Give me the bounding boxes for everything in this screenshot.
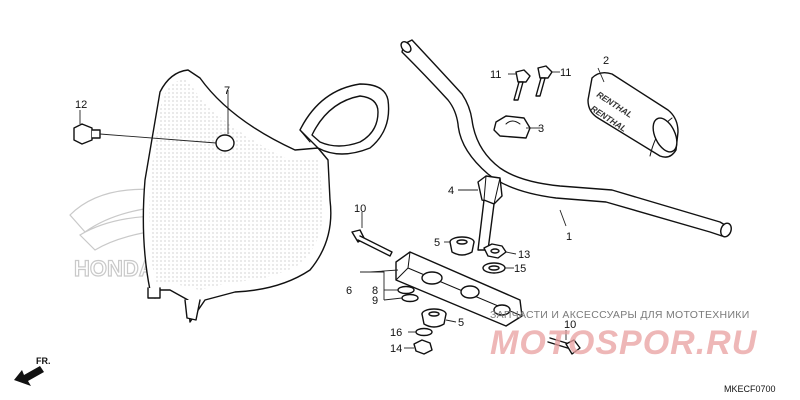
callout-5-upper: 5 — [434, 237, 440, 249]
bolt-10-lower — [547, 337, 581, 355]
top-bridge — [395, 251, 523, 327]
lower-holder — [477, 175, 503, 251]
nut-13 — [483, 243, 507, 259]
bolt-10-upper — [351, 229, 393, 257]
watermark-logo: MOTOSPOR.RU — [490, 324, 758, 362]
bolt-12 — [73, 123, 101, 145]
callout-8: 8 — [372, 285, 378, 297]
plate-mounting-hole — [215, 134, 235, 152]
callout-5-lower: 5 — [458, 317, 464, 329]
callout-7: 7 — [224, 85, 230, 97]
callout-10-upper: 10 — [354, 203, 366, 215]
nut-14 — [413, 339, 433, 355]
callout-14: 14 — [390, 343, 402, 355]
diagram-code: MKECF0700 — [724, 384, 776, 394]
bar-pad: RENTHAL RENTHAL — [587, 71, 679, 158]
callout-13: 13 — [518, 249, 530, 261]
callout-12: 12 — [75, 99, 87, 111]
front-arrow-icon — [14, 366, 44, 386]
callout-15: 15 — [514, 263, 526, 275]
callout-6: 6 — [346, 285, 352, 297]
callout-11-right: 11 — [560, 67, 571, 79]
watermark-tagline: ЗАПЧАСТИ И АКСЕССУАРЫ ДЛЯ МОТОТЕХНИКИ — [490, 309, 750, 321]
callout-3: 3 — [538, 123, 544, 135]
callout-labels: 12 7 2 11 11 3 4 1 10 5 13 15 6 8 9 5 16… — [75, 55, 609, 355]
callout-16: 16 — [390, 327, 402, 339]
washer-8 — [397, 285, 415, 295]
bushing-upper — [449, 236, 475, 256]
bolts-11 — [513, 65, 553, 101]
leader-lines — [79, 67, 605, 349]
washer-16 — [415, 327, 433, 337]
washer-15 — [482, 262, 506, 274]
brand-mark: HONDA — [74, 256, 155, 281]
callout-11-left: 11 — [490, 69, 501, 81]
handlebar — [400, 39, 732, 238]
callout-9: 9 — [372, 295, 378, 307]
front-direction-indicator: FR. — [14, 356, 51, 386]
callout-2: 2 — [603, 55, 609, 67]
callout-4: 4 — [448, 185, 454, 197]
watermark: ЗАПЧАСТИ И АКСЕССУАРЫ ДЛЯ МОТОТЕХНИКИ MO… — [490, 309, 758, 362]
bushing-lower — [421, 308, 447, 328]
callout-10-lower: 10 — [564, 319, 576, 331]
callout-1: 1 — [566, 231, 572, 243]
washer-9 — [401, 293, 419, 303]
number-plate: HONDA — [69, 69, 390, 323]
front-label: FR. — [36, 356, 51, 366]
upper-holder — [493, 115, 531, 139]
